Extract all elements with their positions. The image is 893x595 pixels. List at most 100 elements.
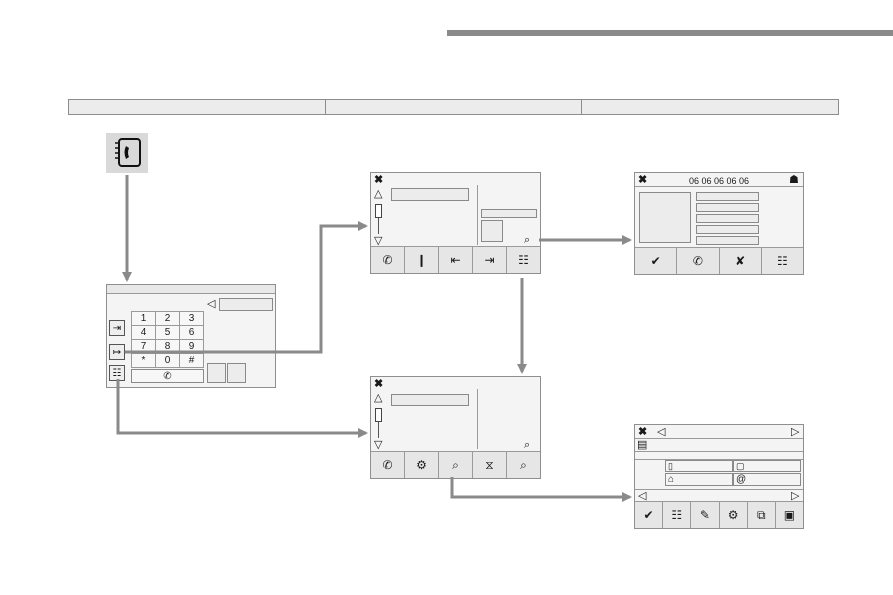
scrollbar-thumb[interactable] (375, 204, 382, 218)
key-6[interactable]: 6 (180, 326, 204, 340)
backspace-icon[interactable]: ◁ (207, 298, 216, 310)
contact-card-icon: ▤ (637, 439, 648, 451)
contacts-card-icon: ☷ (518, 253, 529, 267)
enter-icon[interactable]: ⇥ (109, 320, 125, 336)
softkey-call[interactable]: ✆ (371, 247, 405, 273)
phone-icon: ✆ (692, 254, 703, 268)
phone-icon: ✆ (382, 458, 393, 472)
call-detail-field (481, 209, 537, 218)
call-list-screen: ✖ △ ▽ ⌕ ✆ ❙ ⇤ ⇥ ☷ (370, 172, 541, 274)
softkey-call[interactable]: ✆ (371, 452, 405, 478)
key-0[interactable]: 0 (156, 354, 180, 368)
contact-name-divider (635, 451, 803, 452)
contacts-list-entry[interactable] (391, 394, 469, 406)
contacts-button[interactable] (106, 133, 148, 173)
call-list-softbar: ✆ ❙ ⇤ ⇥ ☷ (371, 246, 540, 273)
contacts-settings-icon: ⚙ (416, 458, 427, 472)
softkey-search[interactable]: ⌕ (507, 452, 540, 478)
call-list-entry[interactable] (391, 188, 469, 201)
softkey-edit[interactable]: ✎ (691, 502, 720, 528)
close-icon[interactable]: ✖ (638, 426, 648, 438)
contact-row-divider-a (635, 459, 803, 460)
contact-photo (639, 192, 691, 243)
key-7[interactable]: 7 (132, 340, 156, 354)
detail-field-1 (696, 192, 759, 201)
softkey-copy[interactable]: ⧉ (748, 502, 776, 528)
column-header-1 (69, 100, 326, 114)
email-at-icon: @ (736, 474, 747, 485)
close-icon[interactable]: ✖ (374, 378, 384, 390)
column-header-strip (68, 99, 839, 115)
softkey-missed[interactable]: ❙ (405, 247, 439, 273)
mobile-phone-icon: ▯ (668, 461, 673, 471)
key-1[interactable]: 1 (132, 312, 156, 326)
dial-extra-button-1[interactable] (207, 363, 226, 383)
detail-title-divider (635, 186, 803, 187)
directory-book-icon: ▣ (783, 508, 796, 522)
scrollbar-track (378, 218, 379, 234)
scroll-up-icon[interactable]: △ (374, 188, 383, 200)
softkey-received[interactable]: ⇤ (439, 247, 473, 273)
detail-field-4 (696, 225, 759, 234)
prev-page-icon[interactable]: ◁ (638, 490, 647, 502)
key-star[interactable]: * (132, 354, 156, 368)
dial-extra-button-2[interactable] (227, 363, 246, 383)
key-2[interactable]: 2 (156, 312, 180, 326)
scrollbar-thumb[interactable] (375, 408, 382, 422)
email-field: @ (733, 473, 801, 486)
home-number-field: ⌂ (665, 473, 733, 486)
softkey-manage[interactable]: ⚙ (720, 502, 748, 528)
manage-contact-icon: ⚙ (727, 508, 739, 522)
call-detail-screen: ✖ 06 06 06 06 06 ☗ ✔ ✆ ✘ ☷ (634, 172, 804, 275)
close-icon[interactable]: ✖ (374, 174, 384, 186)
scroll-down-icon[interactable]: ▽ (374, 235, 383, 247)
next-contact-icon[interactable]: ▷ (791, 426, 800, 438)
softkey-add-number[interactable]: ☷ (663, 502, 692, 528)
call-log-icon[interactable]: ↦ (109, 344, 125, 360)
edit-icon: ✎ (699, 508, 710, 522)
contacts-list-screen: ✖ △ ▽ ⌕ ✆ ⚙ ⌕ ⧖ ⌕ (370, 376, 541, 479)
dial-title-bar (107, 285, 275, 294)
key-3[interactable]: 3 (180, 312, 204, 326)
search-list-icon[interactable]: ⌕ (524, 234, 531, 246)
scroll-down-icon[interactable]: ▽ (374, 439, 383, 451)
softkey-confirm[interactable]: ✔ (635, 248, 678, 274)
scroll-up-icon[interactable]: △ (374, 392, 383, 404)
softkey-contacts[interactable]: ☷ (507, 247, 540, 273)
close-icon[interactable]: ✖ (638, 174, 648, 186)
softkey-dialed[interactable]: ⇥ (473, 247, 507, 273)
key-9[interactable]: 9 (180, 340, 204, 354)
softkey-sort[interactable]: ⧖ (473, 452, 507, 478)
key-4[interactable]: 4 (132, 326, 156, 340)
detail-field-5 (696, 236, 759, 245)
contacts-phone-icon (115, 138, 141, 167)
search-list-icon[interactable]: ⌕ (524, 439, 531, 451)
sort-contacts-icon: ⧖ (485, 457, 494, 472)
softkey-add-contact[interactable]: ☷ (762, 248, 803, 274)
work-number-field: ▢ (733, 460, 801, 472)
key-5[interactable]: 5 (156, 326, 180, 340)
softkey-call[interactable]: ✆ (677, 248, 720, 274)
keypad: 1 2 3 4 5 6 7 8 9 * 0 # (131, 311, 204, 368)
softkey-delete[interactable]: ✘ (720, 248, 762, 274)
key-8[interactable]: 8 (156, 340, 180, 354)
directory-icon[interactable]: ☷ (109, 365, 125, 381)
check-icon: ✔ (643, 508, 654, 522)
dial-call-button[interactable]: ✆ (131, 369, 204, 383)
softkey-settings[interactable]: ⚙ (405, 452, 439, 478)
call-detail-photo (481, 220, 503, 242)
key-hash[interactable]: # (180, 354, 204, 368)
next-page-icon[interactable]: ▷ (791, 490, 800, 502)
work-briefcase-icon: ▢ (736, 461, 745, 471)
column-header-3 (582, 100, 838, 114)
call-list-divider (477, 185, 478, 245)
dial-number-field[interactable] (219, 298, 273, 311)
detail-field-2 (696, 203, 759, 212)
softkey-view-contact[interactable]: ⌕ (439, 452, 473, 478)
softkey-directory[interactable]: ▣ (776, 502, 803, 528)
column-header-2 (326, 100, 583, 114)
view-contact-icon: ⌕ (452, 457, 459, 472)
search-abc-icon: ⌕ (520, 457, 527, 472)
softkey-confirm[interactable]: ✔ (635, 502, 664, 528)
prev-contact-icon[interactable]: ◁ (657, 426, 666, 438)
